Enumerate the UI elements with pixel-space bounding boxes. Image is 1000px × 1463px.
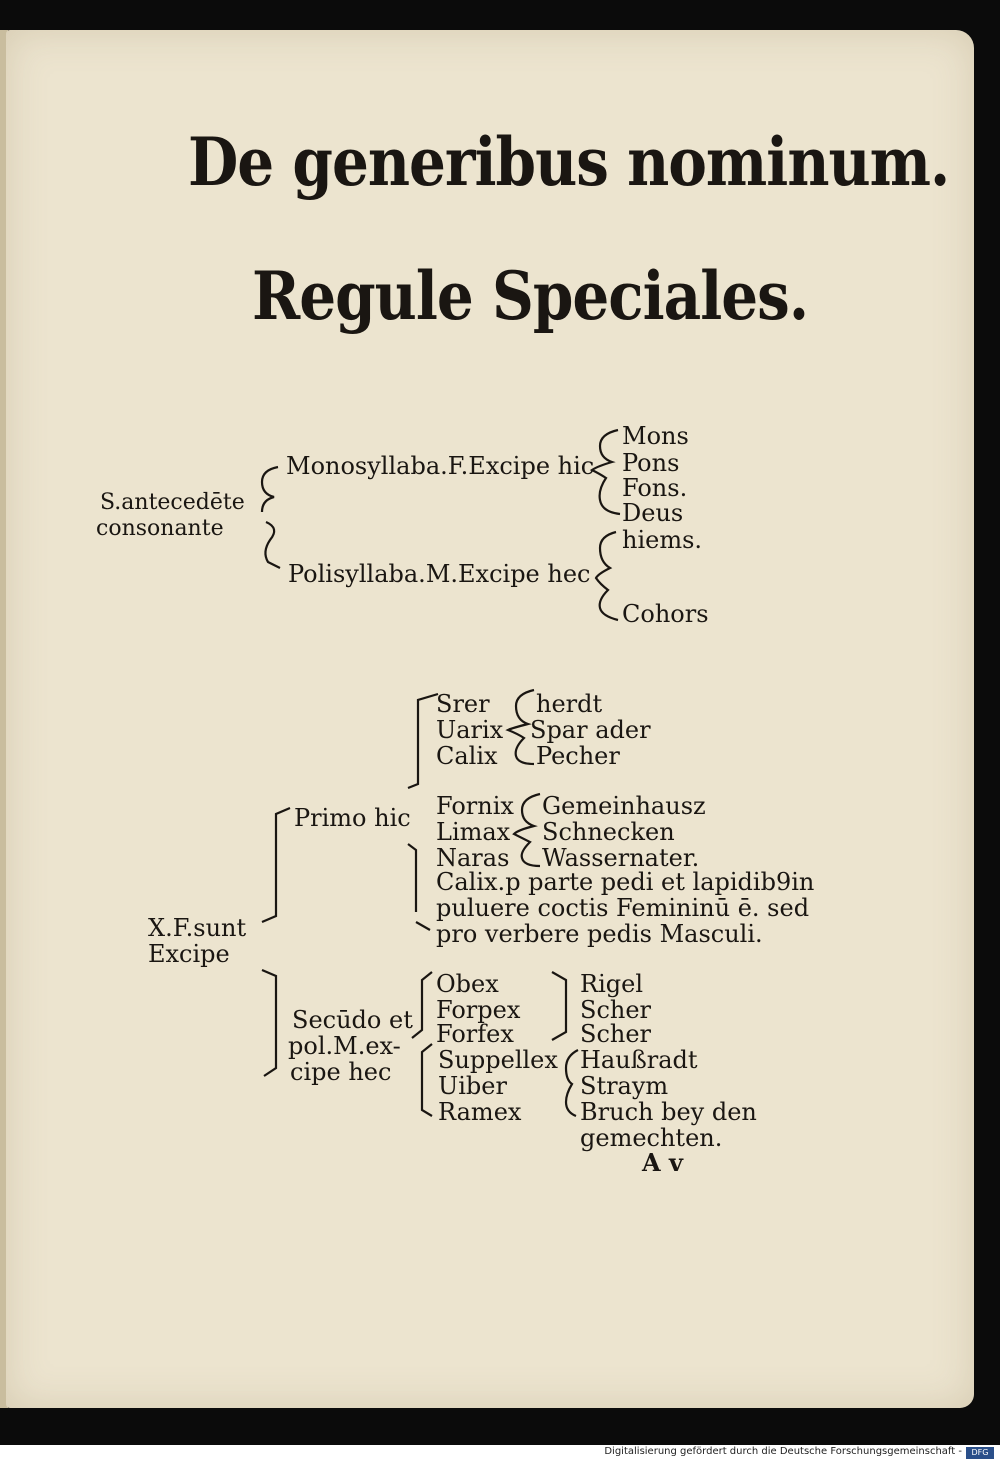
book-page: [6, 30, 974, 1408]
rule1-root-line2: consonante: [96, 516, 224, 541]
group3-german: Rigel: [580, 970, 643, 998]
branch1-item: Pons: [622, 449, 680, 477]
note-line: puluere coctis Femininū ē. sed: [436, 894, 810, 922]
group3-latin: Obex: [436, 970, 499, 998]
signature-mark: A v: [642, 1148, 683, 1177]
group1-latin: Calix: [436, 742, 498, 770]
rule1-branch1: Monosyllaba.F.Excipe hic: [286, 452, 595, 480]
group3-german: Scher: [580, 1020, 652, 1048]
group4-latin: Ramex: [438, 1098, 522, 1126]
group4-german: gemechten.: [580, 1124, 723, 1152]
group2-latin: Naras: [436, 844, 510, 872]
branch1-item: Fons.: [622, 474, 688, 502]
group3-latin: Forpex: [436, 996, 521, 1024]
dfg-logo: DFG: [966, 1447, 994, 1459]
group1-latin: Uarix: [436, 716, 504, 744]
group4-german: Bruch bey den: [580, 1098, 757, 1126]
footer-credit: Digitalisierung gefördert durch die Deut…: [604, 1446, 962, 1457]
group3-latin: Forfex: [436, 1020, 514, 1048]
note-line: Calix.p parte pedi et lapidib9in: [436, 868, 815, 896]
group2-latin: Limax: [436, 818, 511, 846]
group2-german: Schnecken: [542, 818, 675, 846]
rule1-branch2: Polisyllaba.M.Excipe hec: [288, 560, 591, 588]
group2-german: Wassernater.: [542, 844, 700, 872]
group1-german: herdt: [536, 690, 603, 718]
page-title: De generibus nominum.: [188, 122, 950, 202]
group4-german: Haußradt: [580, 1046, 698, 1074]
secundo-line: Secūdo et: [292, 1006, 413, 1034]
secundo-line: pol.M.ex-: [288, 1032, 401, 1060]
page-spine: [0, 30, 8, 1408]
branch1-item: Deus: [622, 499, 684, 527]
group1-german: Spar ader: [530, 716, 651, 744]
branch1-item: Mons: [622, 422, 689, 450]
rule1-root-line1: S.antecedēte: [100, 490, 245, 515]
group1-latin: Srer: [436, 690, 490, 718]
group4-german: Straym: [580, 1072, 669, 1100]
branch2-item: hiems.: [622, 526, 703, 554]
group3-german: Scher: [580, 996, 652, 1024]
page-subtitle: Regule Speciales.: [252, 256, 809, 336]
footer-bar: [0, 1445, 1000, 1463]
rule2-root-line1: X.F.sunt: [148, 914, 247, 942]
rule2-primo: Primo hic: [294, 804, 411, 832]
group4-latin: Suppellex: [438, 1046, 558, 1074]
group1-german: Pecher: [536, 742, 620, 770]
group2-german: Gemeinhausz: [542, 792, 706, 820]
rule2-root-line2: Excipe: [148, 940, 230, 968]
group4-latin: Uiber: [438, 1072, 507, 1100]
secundo-line: cipe hec: [290, 1058, 392, 1086]
note-line: pro verbere pedis Masculi.: [436, 920, 763, 948]
group2-latin: Fornix: [436, 792, 514, 820]
branch2-item: Cohors: [622, 600, 709, 628]
